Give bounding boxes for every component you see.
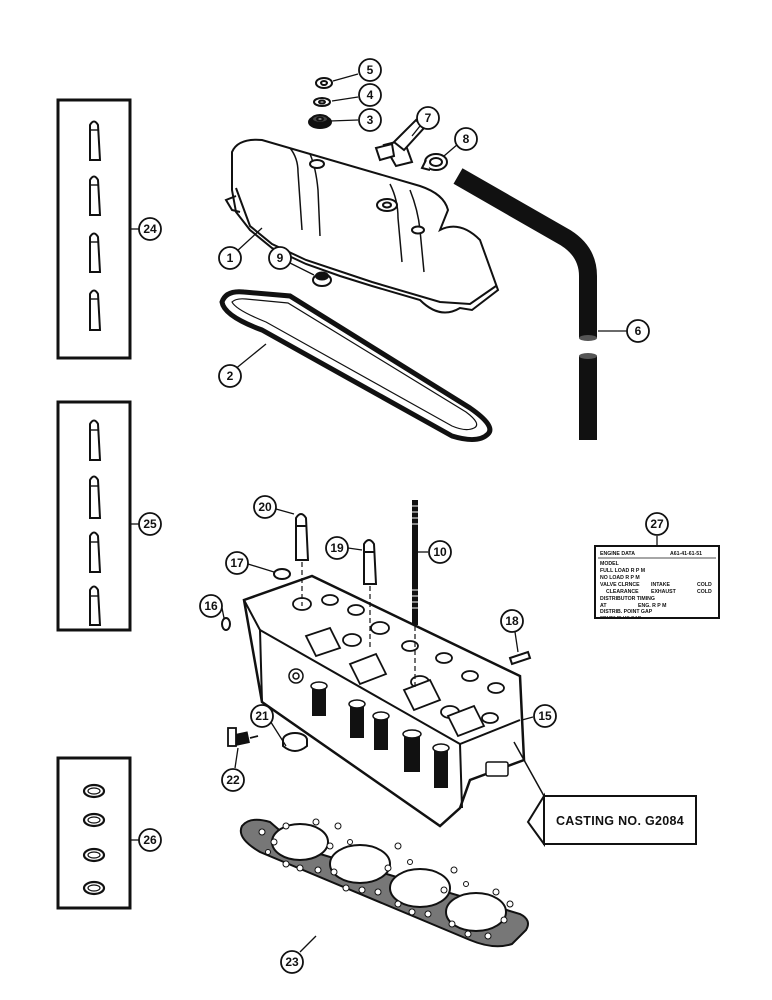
casting-number-callout: CASTING NO. G2084 [513,741,697,848]
valve-seat-insert [282,732,308,752]
svg-text:3: 3 [367,113,374,127]
engine-data-plate: ENGINE DATA A61-41-61-51 MODEL FULL LOAD… [594,545,720,620]
svg-text:22: 22 [226,773,240,787]
svg-text:23: 23 [285,955,299,969]
callout-17: 17 [225,551,249,575]
svg-text:2: 2 [227,369,234,383]
breather-tube [453,168,597,440]
svg-text:17: 17 [230,556,244,570]
rocker-cover [224,138,500,314]
plate-cold-1: COLD [697,582,712,588]
svg-text:10: 10 [433,545,447,559]
valve-guide-set-box-24 [56,98,132,360]
stud-18 [508,650,532,666]
callout-24: 24 [138,217,162,241]
plate-title: ENGINE DATA [600,551,635,557]
valve-insert-set-box-26 [56,756,132,910]
breather-tee [374,118,426,168]
hose-clamp [420,153,448,171]
callout-20: 20 [253,495,277,519]
plate-rpm: ENG. R P M [638,603,666,609]
svg-text:27: 27 [650,517,664,531]
expansion-plug-16 [221,617,231,631]
plate-exhaust: EXHAUST [651,589,677,595]
valve-guide-set-box-25 [56,400,132,632]
plate-distributor: DISTRIBUTOR TIMING [600,596,655,602]
plate-cold-2: COLD [697,589,712,595]
callout-8: 8 [454,127,478,151]
svg-text:7: 7 [425,111,432,125]
svg-text:25: 25 [143,517,157,531]
svg-text:4: 4 [367,88,374,102]
svg-text:8: 8 [463,132,470,146]
callout-26: 26 [138,828,162,852]
svg-text:1: 1 [227,251,234,265]
callout-3: 3 [358,108,382,132]
callout-23: 23 [280,950,304,974]
callout-25: 25 [138,512,162,536]
svg-text:20: 20 [258,500,272,514]
valve-guide-20 [295,513,310,606]
head-gasket [239,818,529,948]
plate-at: AT [600,603,607,609]
svg-text:15: 15 [538,709,552,723]
callout-19: 19 [325,536,349,560]
cylinder-head [242,574,526,828]
svg-text:6: 6 [635,324,642,338]
plate-valve-clear: VALVE CLRNCE [600,582,640,588]
callout-1: 1 [218,246,242,270]
cover-nut-washer-seal [308,77,333,129]
expansion-plug-17 [273,568,291,580]
plate-full-load: FULL LOAD R P M [600,568,645,574]
callout-7: 7 [416,106,440,130]
svg-text:5: 5 [367,63,374,77]
grommet [312,271,332,287]
callout-18: 18 [500,609,524,633]
callout-21: 21 [250,704,274,728]
svg-text:26: 26 [143,833,157,847]
casting-number-label: CASTING NO. G2084 [556,814,684,828]
temperature-sender [227,727,259,747]
plate-model: MODEL [600,561,620,567]
callout-6: 6 [626,319,650,343]
plate-code: A61-41-61-51 [670,551,702,557]
plate-no-load: NO LOAD R P M [600,575,640,581]
callout-15: 15 [533,704,557,728]
plate-spark-plug: SPARK PLUG GAP [600,615,641,620]
svg-text:21: 21 [255,709,269,723]
plate-clearance: CLEARANCE [606,589,639,595]
rocker-gasket [219,289,493,442]
callout-2: 2 [218,364,242,388]
svg-text:19: 19 [330,541,344,555]
callout-10: 10 [428,540,452,564]
callout-22: 22 [221,768,245,792]
callout-27: 27 [645,512,669,536]
callout-9: 9 [268,246,292,270]
svg-text:9: 9 [277,251,284,265]
cylinder-head-stud [412,500,418,690]
plate-dist-point: DISTRIB. POINT GAP [600,609,653,615]
callout-4: 4 [358,83,382,107]
svg-text:24: 24 [143,222,157,236]
valve-guide-19 [363,539,378,650]
plate-intake: INTAKE [651,582,670,588]
callout-16: 16 [199,594,223,618]
callout-5: 5 [358,58,382,82]
svg-text:18: 18 [505,614,519,628]
svg-text:16: 16 [204,599,218,613]
